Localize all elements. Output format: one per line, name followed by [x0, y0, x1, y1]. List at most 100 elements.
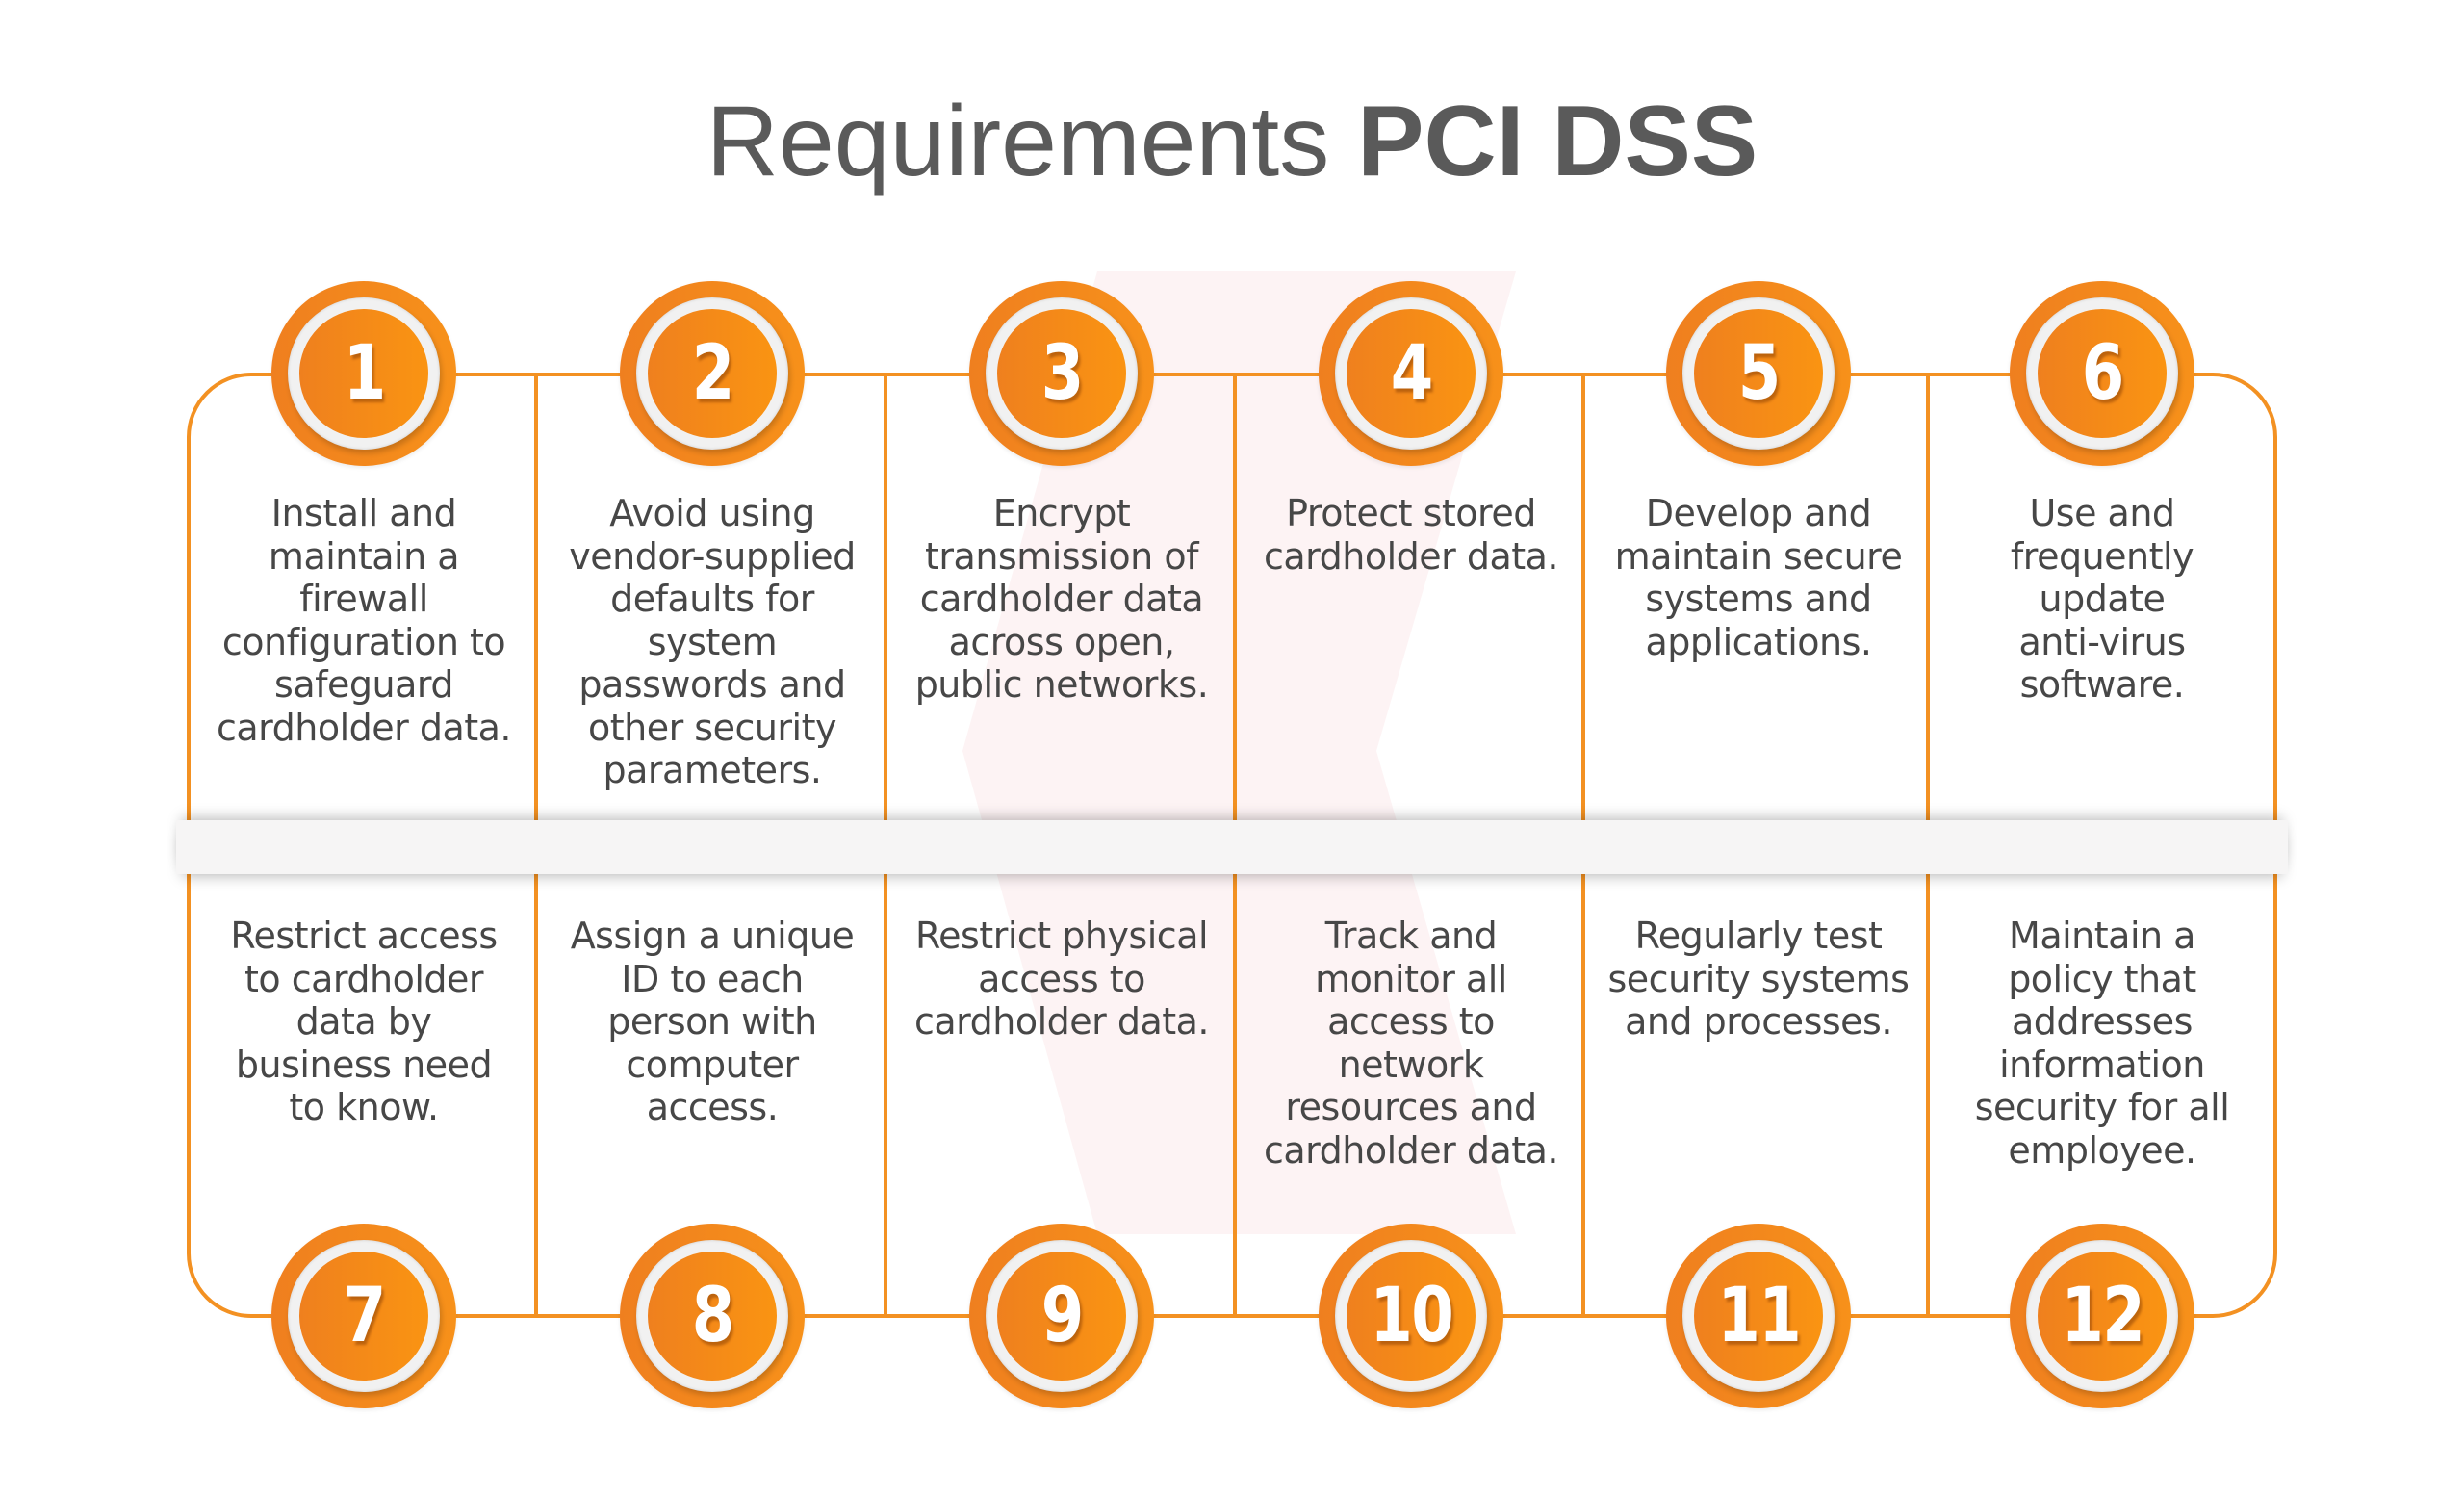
description-line: monitor all	[1315, 957, 1507, 1000]
description-line: software.	[2019, 663, 2185, 706]
requirement-number-badge: 2	[620, 281, 805, 466]
description-line: public networks.	[914, 663, 1209, 706]
requirement-number-badge: 9	[969, 1224, 1154, 1408]
description-line: transmission of	[925, 534, 1198, 578]
requirement-number: 4	[1390, 330, 1434, 417]
description-line: Assign a unique	[570, 915, 855, 957]
description-line: passwords and	[578, 663, 846, 706]
description-line: and processes.	[1625, 1000, 1892, 1043]
description-line: access.	[646, 1086, 779, 1128]
requirement-number-badge: 12	[2010, 1224, 2194, 1408]
requirement-number: 6	[2081, 330, 2125, 417]
description-line: maintain a	[268, 534, 460, 578]
description-line: person with	[607, 1000, 817, 1043]
description-line: applications.	[1645, 620, 1873, 663]
description-line: safeguard	[274, 663, 453, 706]
description-line: information	[1999, 1043, 2205, 1086]
description-line: addresses	[2012, 1000, 2193, 1043]
requirement-number: 1	[343, 330, 387, 417]
requirement-number: 2	[691, 330, 735, 417]
description-line: Regularly test	[1634, 915, 1883, 957]
description-line: Use and	[2029, 492, 2175, 534]
description-line: Avoid using	[609, 492, 815, 534]
badge-inner: 7	[299, 1252, 428, 1381]
requirement-number-badge: 4	[1319, 281, 1503, 466]
badge-inner: 11	[1694, 1252, 1823, 1381]
badge-inner: 9	[997, 1252, 1126, 1381]
description-line: computer	[626, 1043, 799, 1086]
requirement-number-badge: 6	[2010, 281, 2194, 466]
requirement-number-badge: 1	[271, 281, 456, 466]
badge-inner: 5	[1694, 309, 1823, 438]
description-line: security for all	[1974, 1086, 2230, 1128]
badge-inner: 8	[648, 1252, 777, 1381]
description-line: access to	[1327, 1000, 1495, 1043]
description-line: to cardholder	[244, 957, 484, 1000]
description-line: Protect stored	[1286, 492, 1536, 534]
description-line: Restrict physical	[914, 915, 1209, 957]
description-line: resources and	[1285, 1086, 1537, 1128]
requirement-number-badge: 7	[271, 1224, 456, 1408]
description-line: vendor-supplied	[569, 534, 856, 578]
description-line: to know.	[289, 1086, 439, 1128]
badge-inner: 3	[997, 309, 1126, 438]
description-line: Maintain a	[2009, 915, 2195, 957]
requirement-number: 11	[1717, 1273, 1801, 1359]
description-line: parameters.	[603, 749, 823, 791]
requirement-number-badge: 3	[969, 281, 1154, 466]
description-line: across open,	[948, 620, 1175, 663]
badge-inner: 6	[2038, 309, 2167, 438]
requirement-number: 7	[343, 1273, 387, 1359]
description-line: access to	[978, 957, 1145, 1000]
badge-inner: 12	[2038, 1252, 2167, 1381]
description-line: systems and	[1645, 578, 1872, 620]
requirement-number: 9	[1040, 1273, 1085, 1359]
badge-inner: 4	[1347, 309, 1476, 438]
description-line: system	[647, 620, 778, 663]
requirement-number: 3	[1040, 330, 1085, 417]
requirement-number-badge: 5	[1666, 281, 1851, 466]
description-line: Install and	[270, 492, 457, 534]
requirement-number: 10	[1370, 1273, 1453, 1359]
badge-inner: 2	[648, 309, 777, 438]
description-line: Encrypt	[992, 492, 1131, 534]
badge-inner: 1	[299, 309, 428, 438]
requirement-number: 12	[2061, 1273, 2144, 1359]
description-line: update	[2039, 578, 2166, 620]
description-line: data by	[295, 1000, 432, 1043]
requirement-number-badge: 11	[1666, 1224, 1851, 1408]
center-divider-band	[176, 820, 2288, 874]
badge-inner: 10	[1347, 1252, 1476, 1381]
description-line: cardholder data.	[216, 706, 512, 749]
description-line: cardholder data.	[1263, 1128, 1559, 1172]
title-light: Requirements	[706, 86, 1330, 197]
description-line: cardholder data.	[1263, 534, 1559, 578]
description-line: firewall	[299, 578, 428, 620]
description-line: other security	[587, 706, 837, 749]
description-line: policy that	[2008, 957, 2196, 1000]
description-line: maintain secure	[1614, 534, 1903, 578]
frame-outline	[187, 373, 2277, 1318]
requirement-number-badge: 10	[1319, 1224, 1503, 1408]
description-line: configuration to	[221, 620, 506, 663]
description-line: network	[1338, 1043, 1484, 1086]
description-line: defaults for	[610, 578, 814, 620]
description-line: cardholder data.	[913, 1000, 1210, 1043]
description-line: Track and	[1324, 915, 1498, 957]
description-line: employee.	[2008, 1128, 2196, 1172]
description-line: ID to each	[621, 957, 804, 1000]
description-line: frequently	[2010, 534, 2194, 578]
